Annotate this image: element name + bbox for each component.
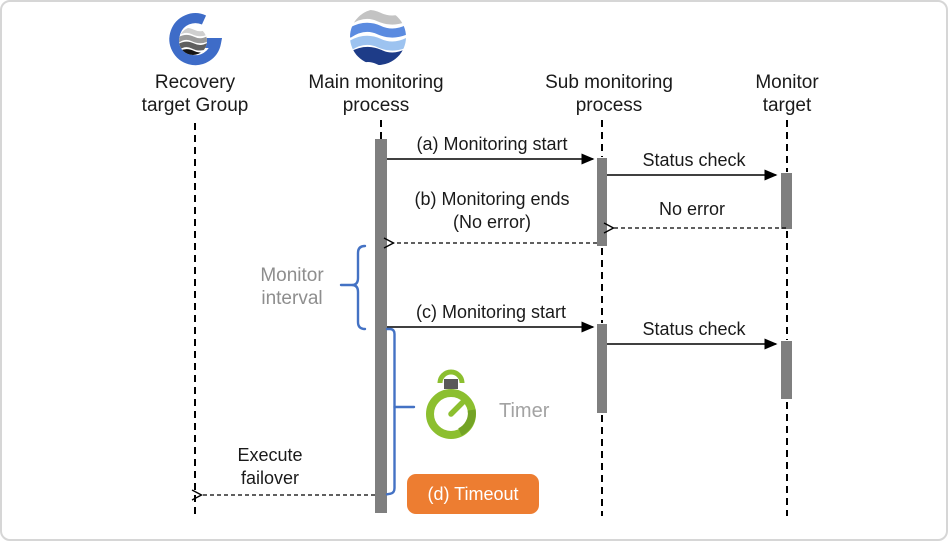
- activation-bar-sub-1: [597, 158, 607, 246]
- g-globe-logo-icon: [169, 13, 223, 66]
- stopwatch-icon: [426, 369, 476, 439]
- activation-bar-monitor-1: [781, 173, 792, 229]
- message-label-monitoring-start-a: (a) Monitoring start: [416, 134, 568, 154]
- lifeline-title-recovery-target-group: Recovery target Group: [141, 72, 249, 116]
- timer-bracket: [385, 327, 396, 496]
- lifeline-title-monitor-target: Monitor target: [755, 72, 819, 116]
- lifeline-title-main-monitoring-process: Main monitoring process: [308, 72, 444, 116]
- message-label-status-check-2: Status check: [642, 319, 746, 339]
- monitor-interval-brace: [351, 244, 367, 331]
- timeout-badge-label: (d) Timeout: [427, 483, 519, 504]
- activation-bar-monitor-2: [781, 341, 792, 399]
- message-label-execute-failover: Execute failover: [237, 445, 303, 488]
- message-label-monitoring-ends-b: (b) Monitoring ends (No error): [414, 189, 570, 232]
- timer-label: Timer: [499, 400, 550, 422]
- message-label-status-check-1: Status check: [642, 150, 746, 170]
- monitor-interval-label: Monitor interval: [260, 265, 324, 309]
- message-label-monitoring-start-c: (c) Monitoring start: [415, 302, 567, 322]
- message-label-no-error: No error: [658, 199, 726, 219]
- activation-bar-main: [375, 139, 387, 513]
- wave-sphere-logo-icon: [350, 9, 406, 65]
- lifeline-title-sub-monitoring-process: Sub monitoring process: [545, 72, 673, 116]
- timeout-badge: (d) Timeout: [407, 474, 539, 514]
- activation-bar-sub-2: [597, 324, 607, 413]
